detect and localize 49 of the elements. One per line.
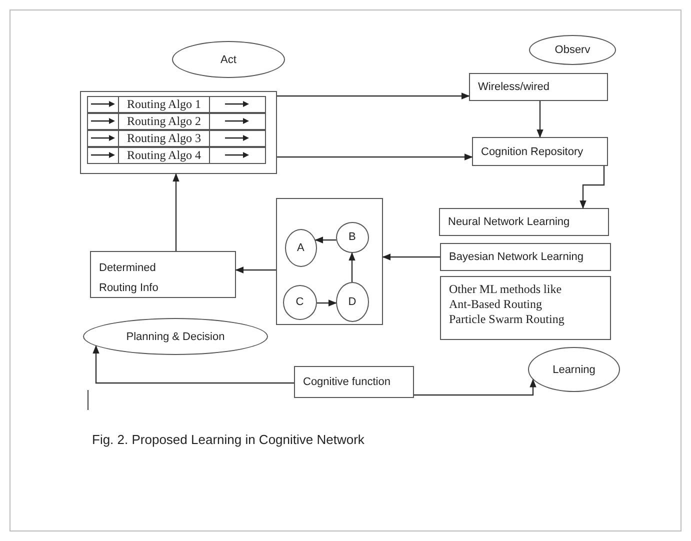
node-label: Neural Network Learning xyxy=(448,216,570,228)
arrow xyxy=(172,173,180,251)
node-label: Other ML methods like Ant-Based Routing Particle Swarm Routing xyxy=(449,282,566,327)
ellipse-node xyxy=(284,228,317,267)
node-label: Determined Routing Info xyxy=(99,261,160,296)
arrow xyxy=(314,236,336,244)
arrow xyxy=(92,345,294,384)
ellipse-node xyxy=(336,222,369,253)
table-row xyxy=(86,130,266,147)
table-cell: Routing Algo 3 xyxy=(118,130,210,147)
process-box xyxy=(90,251,236,298)
table-cell: Routing Algo 4 xyxy=(118,146,210,164)
process-box xyxy=(472,137,608,166)
node-label: Wireless/wired xyxy=(478,81,550,93)
node-label: Cognition Repository xyxy=(481,146,584,158)
table-row xyxy=(86,112,266,130)
arrow xyxy=(536,101,544,138)
process-box xyxy=(440,276,611,340)
table-cell: Routing Algo 1 xyxy=(118,96,210,113)
node-label: Learning xyxy=(552,364,596,376)
node-label: Planning & Decision xyxy=(126,330,225,342)
figure-caption: Fig. 2. Proposed Learning in Cognitive Network xyxy=(92,432,364,447)
node-label: Observ xyxy=(554,44,590,56)
table-cell: Routing Algo 2 xyxy=(118,112,210,130)
process-box xyxy=(294,366,414,398)
container-box xyxy=(276,198,383,325)
arrow xyxy=(277,92,470,100)
arrow xyxy=(277,154,473,160)
node-label: Act xyxy=(220,54,236,66)
node-label: B xyxy=(348,231,356,244)
table-row xyxy=(86,96,266,113)
ellipse-node xyxy=(282,284,317,320)
arrow xyxy=(317,300,337,306)
container-box xyxy=(80,91,277,174)
process-box xyxy=(440,243,611,271)
ellipse-node xyxy=(336,282,369,322)
table-row xyxy=(86,146,266,164)
node-label: D xyxy=(348,296,356,308)
arrow xyxy=(382,254,440,260)
node-label: A xyxy=(297,242,304,254)
arrow xyxy=(348,252,356,282)
node-label: Cognitive function xyxy=(303,376,390,388)
arrow xyxy=(414,378,536,396)
node-label: C xyxy=(296,296,304,308)
node-label: Bayesian Network Learning xyxy=(449,251,584,263)
process-box xyxy=(469,73,608,101)
arrow xyxy=(580,166,605,209)
arrow xyxy=(235,266,276,274)
process-box xyxy=(439,208,609,236)
